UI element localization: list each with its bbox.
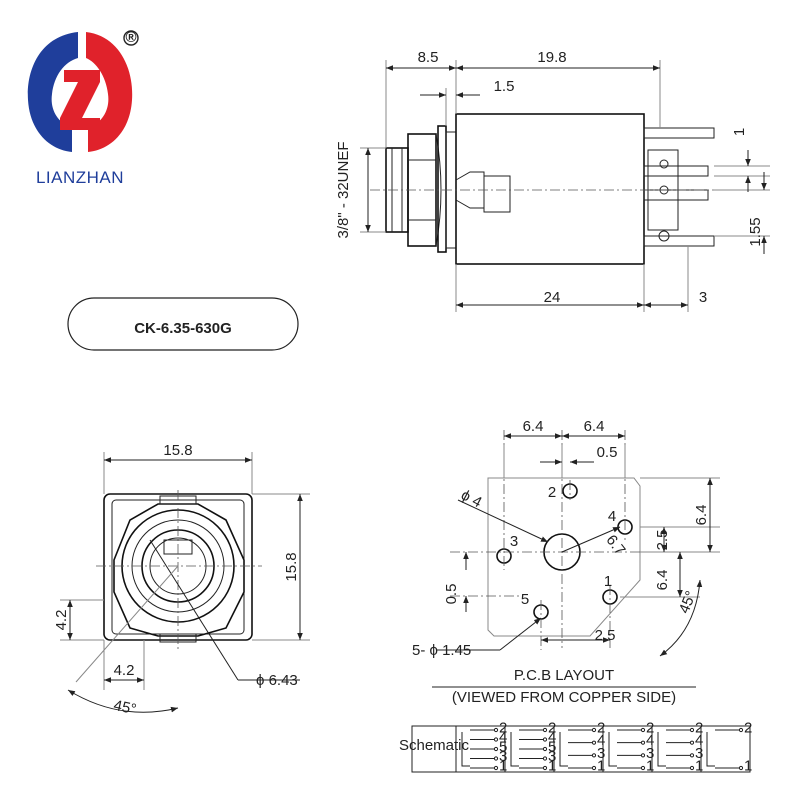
schematic-terminal [493, 756, 499, 761]
pcb-dim-0-5-top: 0.5 [597, 444, 618, 461]
pcb-dim-6-4-a: 6.4 [523, 418, 544, 435]
schematic-cell: 21 [706, 720, 752, 775]
schematic-pin-label: 3 [695, 745, 703, 762]
dim-1-5: 1.5 [494, 78, 515, 95]
part-number: CK-6.35-630G [134, 320, 232, 337]
schematic-pin-label: 1 [695, 758, 703, 775]
schematic-terminal [542, 727, 548, 733]
pcb-dim-6-4-b: 6.4 [584, 418, 605, 435]
dim-1-55: 1.55 [747, 217, 764, 246]
schematic-pin-label: 1 [597, 758, 605, 775]
schematic-terminal [640, 765, 646, 771]
schematic-terminal [493, 765, 499, 771]
schematic-pin-label: 4 [597, 732, 605, 749]
dim-1: 1 [731, 128, 748, 136]
pcb-dim-2-5-right: 2.5 [654, 530, 671, 551]
part-number-box [67, 297, 299, 351]
schematic-terminal [591, 740, 597, 745]
front-dim-4-2-vertical: 4.2 [53, 610, 70, 631]
pcb-dim-0-5-left: 0.5 [443, 584, 460, 605]
schematic-terminal [493, 727, 499, 733]
schematic-pin-label: 2 [646, 720, 654, 737]
schematic-pin-label: 4 [695, 732, 703, 749]
front-diameter: ϕ 6.43 [256, 672, 298, 689]
schematic-terminal [591, 727, 597, 733]
schematic-terminal [738, 765, 744, 771]
pcb-subtitle: (VIEWED FROM COPPER SIDE) [452, 689, 676, 706]
pcb-title: P.C.B LAYOUT [514, 667, 614, 684]
front-width: 15.8 [163, 442, 192, 459]
schematic-terminal [689, 753, 695, 758]
pcb-pin-2: 2 [548, 484, 556, 501]
front-view [60, 452, 310, 713]
schematic-terminal [689, 765, 695, 771]
front-height: 15.8 [283, 552, 300, 581]
schematic-terminal [640, 753, 646, 758]
dim-19-8: 19.8 [537, 49, 566, 66]
brand-name: LIANZHAN [36, 168, 124, 187]
schematic-pin-label: 4 [499, 729, 507, 746]
schematic-pin-label: 3 [548, 748, 556, 765]
schematic-table [411, 725, 751, 773]
pcb-pin-5: 5 [521, 591, 529, 608]
schematic-terminal [689, 740, 695, 745]
schematic-terminal [542, 737, 548, 742]
schematic-pin-label: 4 [548, 729, 556, 746]
front-angle: 45° [112, 697, 138, 718]
schematic-terminal [738, 727, 744, 733]
pcb-pin-4: 4 [608, 508, 616, 525]
dim-3: 3 [699, 289, 707, 306]
schematic-terminal [542, 756, 548, 761]
schematic-pin-label: 4 [646, 732, 654, 749]
pcb-dim-2-5-bottom: 2.5 [595, 627, 616, 644]
pcb-dim-6-4-lower: 6.4 [654, 570, 671, 591]
schematic-pin-label: 3 [646, 745, 654, 762]
front-dim-4-2-horizontal: 4.2 [114, 662, 135, 679]
pcb-dim-6-4-right: 6.4 [693, 505, 710, 526]
schematic-pin-label: 1 [499, 758, 507, 775]
schematic-label: Schematic [399, 737, 470, 754]
pcb-layout [432, 430, 720, 688]
schematic-pin-label: 2 [744, 720, 752, 737]
schematic-terminal [591, 753, 597, 758]
schematic-terminal [542, 746, 548, 752]
schematic-pin-label: 2 [548, 720, 556, 737]
pcb-phi-4: ϕ 4 [458, 487, 484, 512]
schematic-terminal [493, 746, 499, 752]
schematic-pin-label: 2 [499, 720, 507, 737]
side-view [360, 60, 770, 312]
schematic-terminal [542, 765, 548, 771]
schematic-pin-label: 1 [646, 758, 654, 775]
schematic-terminal [591, 765, 597, 771]
dim-8-5: 8.5 [418, 49, 439, 66]
pcb-pin-3: 3 [510, 533, 518, 550]
schematic-pin-label: 3 [597, 745, 605, 762]
dim-24: 24 [544, 289, 561, 306]
schematic-pin-label: 2 [597, 720, 605, 737]
brand-logo [27, 30, 139, 152]
pcb-pin-1: 1 [604, 573, 612, 590]
schematic-terminal [640, 740, 646, 745]
schematic-pin-label: 1 [548, 758, 556, 775]
pcb-hole-spec: 5- ϕ 1.45 [412, 642, 471, 659]
schematic-terminal [493, 737, 499, 742]
pcb-dim-6-7: 6.7 [602, 532, 628, 559]
registered-mark: ® [125, 29, 136, 46]
schematic-pin-label: 2 [695, 720, 703, 737]
schematic-terminal [640, 727, 646, 733]
dim-thread: 3/8" - 32UNEF [335, 141, 352, 238]
pcb-angle: 45° [676, 589, 700, 616]
schematic-pin-label: 1 [744, 758, 752, 775]
schematic-pin-label: 5 [548, 739, 556, 756]
schematic-terminal [689, 727, 695, 733]
schematic-pin-label: 3 [499, 748, 507, 765]
schematic-pin-label: 5 [499, 739, 507, 756]
